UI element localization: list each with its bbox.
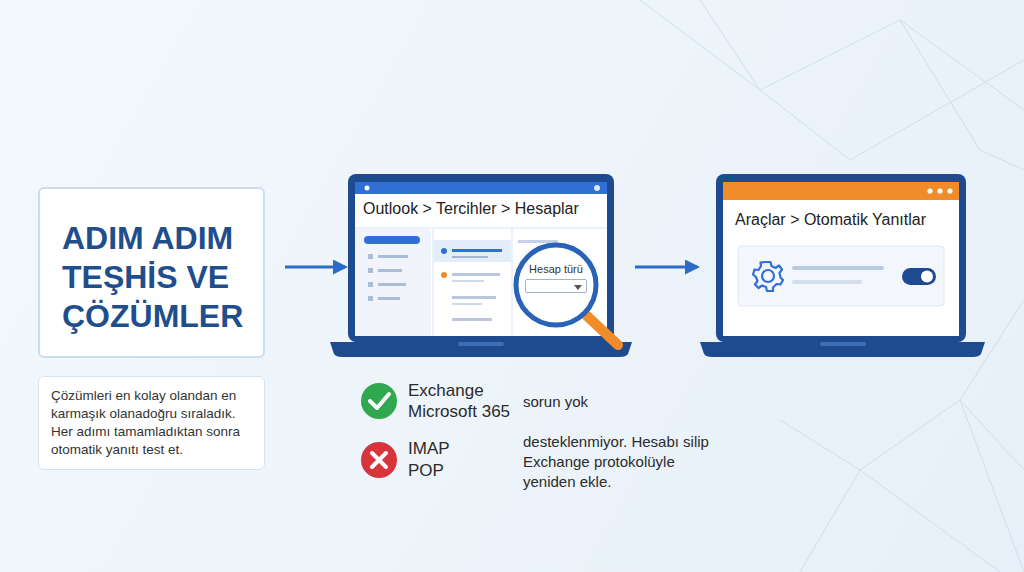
- dropdown-field: Hesap türü: [519, 262, 593, 302]
- status-note: desteklenmiyor. Hesabı silip Exchange pr…: [523, 432, 731, 492]
- option-name: POP: [408, 461, 508, 481]
- laptop-left: [330, 174, 632, 357]
- check-icon: [361, 383, 397, 419]
- status-note: sorun yok: [523, 392, 643, 412]
- note-box: Çözümleri en kolay olandan en karmaşık o…: [38, 376, 265, 470]
- flow-arrow: [285, 266, 345, 269]
- dropdown-caret: [573, 283, 583, 291]
- node-text: Hesap türü: [519, 262, 593, 276]
- dropdown-control: [525, 279, 587, 293]
- title-text: ADIM ADIM TEŞHİS VE ÇÖZÜMLER: [62, 219, 257, 336]
- node-text: Araçlar > Otomatik Yanıtlar: [735, 210, 953, 230]
- node-text: Outlook > Tercihler > Hesaplar: [363, 199, 601, 219]
- option-name: Microsoft 365: [408, 402, 528, 422]
- node-text: Çözümleri en kolay olandan en karmaşık o…: [51, 387, 254, 459]
- laptop-right: [700, 174, 985, 357]
- screen-panel: Outlook > Tercihler > HesaplarHesap türü: [355, 194, 607, 302]
- option-name: IMAP: [408, 439, 508, 459]
- option-name: Exchange: [408, 381, 528, 401]
- screen-panel: Araçlar > Otomatik Yanıtlar: [723, 206, 959, 238]
- background-lines: [640, 0, 1024, 572]
- flow-arrow: [635, 266, 697, 269]
- title-box: ADIM ADIM TEŞHİS VE ÇÖZÜMLER: [38, 187, 265, 358]
- cross-icon: [361, 442, 397, 478]
